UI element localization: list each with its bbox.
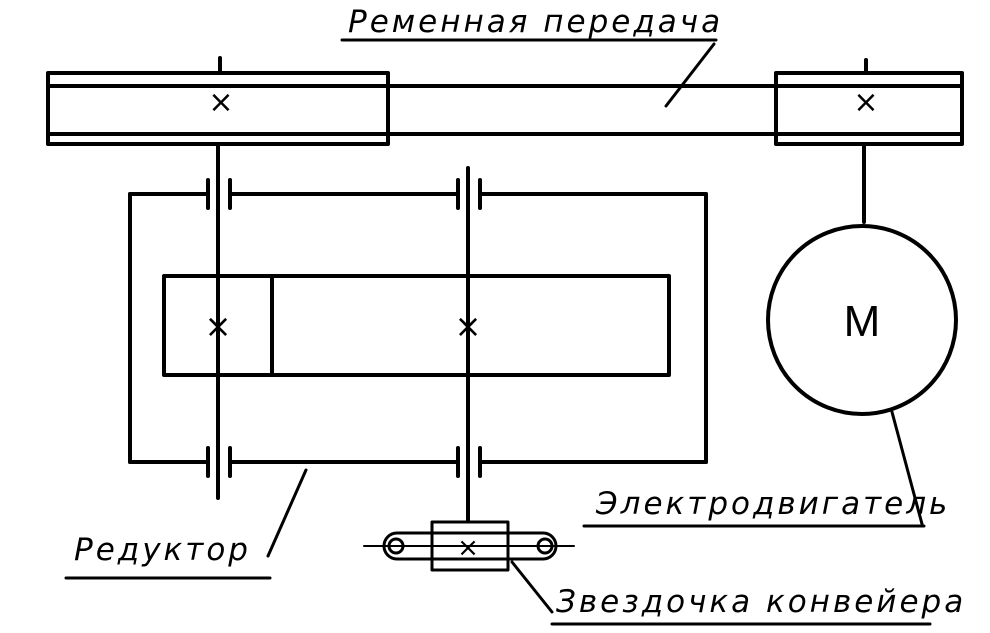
sprocket-label: Звездочка конвейера — [556, 584, 966, 620]
conveyor-sprocket: × — [363, 520, 575, 614]
belt-drive-leader-line — [664, 42, 716, 108]
reducer-housing — [128, 192, 708, 464]
right-pulley-axis-mark: × — [853, 85, 878, 120]
shafts — [216, 142, 866, 522]
sprocket-axis-mark: × — [457, 533, 479, 563]
belt-drive-frame — [46, 84, 964, 136]
pinion-axis-mark: × — [205, 307, 232, 345]
gear-pair — [162, 274, 671, 377]
reducer: × × — [128, 178, 708, 558]
sprocket-chain — [382, 531, 558, 561]
motor-leader-line — [890, 410, 924, 526]
reducer-label: Редуктор — [74, 532, 251, 568]
belt-drive-label: Ременная передача — [348, 4, 723, 40]
left-pulley-axis-mark: × — [208, 85, 233, 120]
driven-gear — [270, 274, 671, 377]
driven-gear-axis-mark: × — [455, 307, 482, 345]
sprocket-hub — [430, 520, 510, 572]
motor-label: Электродвигатель — [595, 486, 950, 522]
motor-symbol: M — [844, 297, 881, 346]
reducer-leader-line — [266, 468, 308, 558]
sprocket-pin-right — [536, 537, 554, 555]
sprocket-leader-line — [510, 560, 554, 614]
right-pulley — [774, 58, 964, 146]
bearing-symbols — [206, 178, 482, 478]
electric-motor: M — [766, 224, 958, 526]
motor-circle — [766, 224, 958, 416]
sprocket-pin-left — [387, 537, 405, 555]
belt-drive: × × — [46, 42, 964, 146]
